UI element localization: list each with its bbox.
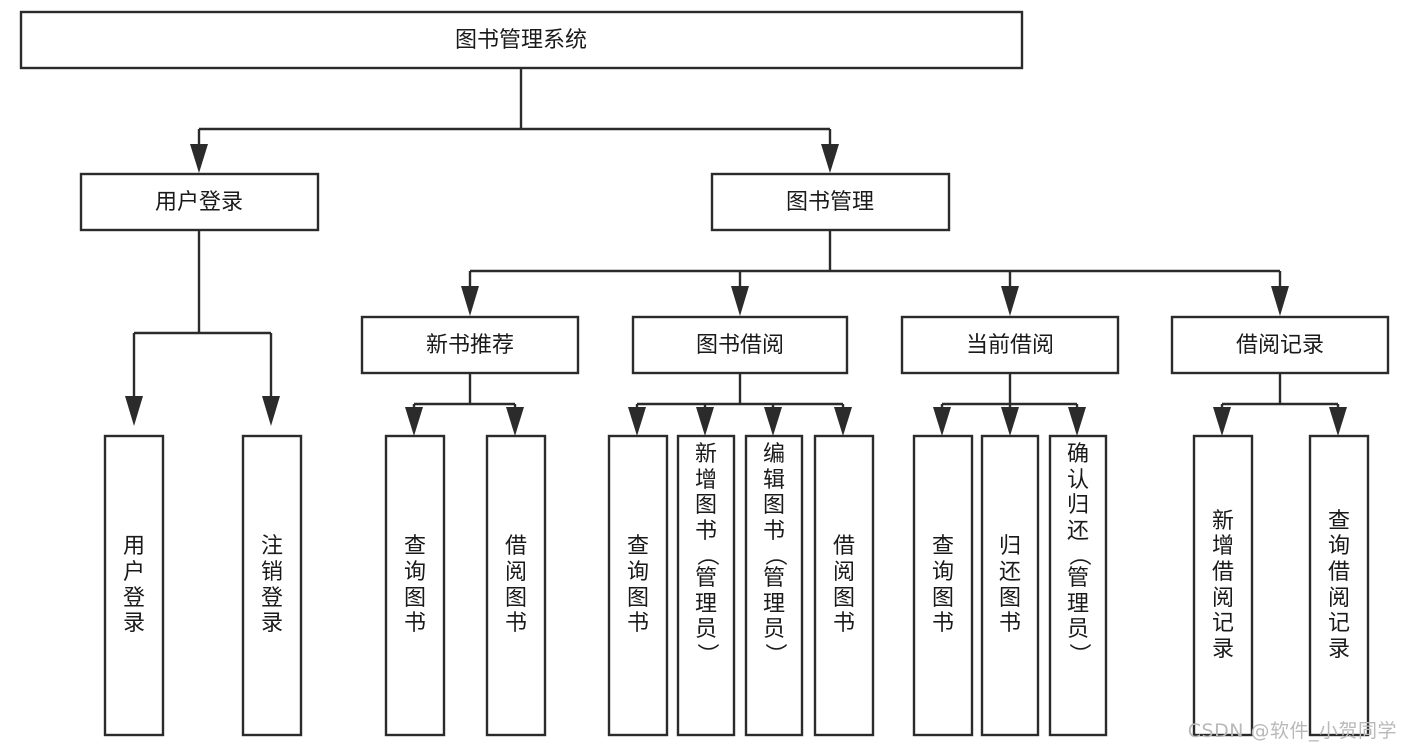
leaf-box-query-book-1[interactable] [384, 434, 446, 737]
leaf-box-add-record[interactable] [1192, 434, 1254, 737]
arrow-head-icon [764, 407, 782, 436]
arrow-head-icon [506, 407, 524, 436]
arrow-head-icon [834, 407, 852, 436]
current-borrow-box-rect [900, 315, 1120, 375]
leaf-box-return-book[interactable] [980, 434, 1040, 737]
leaf-box-confirm-return[interactable] [1048, 434, 1108, 737]
node-new-book-recommend[interactable]: 新书推荐 [360, 315, 580, 375]
leaf-box-query-book-2[interactable] [607, 434, 669, 737]
arrow-head-icon [1001, 286, 1019, 316]
root-box-label: 图书管理系统 [455, 28, 587, 53]
leaf-box-user-logout[interactable] [241, 434, 303, 737]
arrow-head-icon [461, 286, 479, 316]
connector-current-borrow-to-leaves [933, 373, 1086, 436]
node-book-manage[interactable]: 图书管理 [710, 172, 951, 232]
new-book-recommend-box-label: 新书推荐 [426, 333, 514, 358]
leaf-box-borrow-book-2[interactable] [813, 434, 875, 737]
connector-root-to-level2 [190, 68, 839, 173]
leaf-box-query-book-3[interactable] [912, 434, 974, 737]
connector-book-manage-to-level3 [461, 230, 1289, 316]
connector-borrow-record-to-leaves [1213, 373, 1347, 436]
arrow-head-icon [821, 144, 839, 173]
current-borrow-box-label: 当前借阅 [966, 333, 1054, 358]
node-current-borrow[interactable]: 当前借阅 [900, 315, 1120, 375]
arrow-head-icon [1213, 407, 1231, 436]
arrow-head-icon [125, 396, 143, 426]
book-manage-box-label: 图书管理 [786, 190, 874, 215]
node-borrow-record[interactable]: 借阅记录 [1170, 315, 1390, 375]
connector-new-book-recommend-to-leaves [405, 373, 524, 436]
arrow-head-icon [731, 286, 749, 316]
arrow-head-icon [1329, 407, 1347, 436]
arrow-head-icon [1068, 407, 1086, 436]
connector-book-borrow-to-leaves [628, 373, 852, 436]
node-root[interactable]: 图书管理系统 [19, 10, 1024, 70]
connector-user-login-to-leaves [125, 230, 280, 426]
node-user-login[interactable]: 用户登录 [79, 172, 320, 232]
leaf-boxes [103, 434, 1370, 737]
leaf-box-add-book[interactable] [676, 434, 736, 737]
arrow-head-icon [405, 407, 423, 436]
leaf-box-edit-book[interactable] [744, 434, 804, 737]
leaf-box-user-login[interactable] [103, 434, 165, 737]
leaf-box-query-record[interactable] [1308, 434, 1370, 737]
new-book-recommend-box-rect [360, 315, 580, 375]
borrow-record-box-label: 借阅记录 [1236, 333, 1324, 358]
leaf-box-borrow-book-1[interactable] [485, 434, 547, 737]
arrow-head-icon [1271, 286, 1289, 316]
watermark: CSDN @软件_小贺同学 [1187, 720, 1397, 742]
user-login-box-label: 用户登录 [155, 190, 243, 215]
arrow-head-icon [696, 407, 714, 436]
arrow-head-icon [1001, 407, 1019, 436]
arrow-head-icon [262, 396, 280, 426]
arrow-head-icon [933, 407, 951, 436]
node-book-borrow[interactable]: 图书借阅 [631, 315, 849, 375]
arrow-head-icon [628, 407, 646, 436]
user-login-box-rect [79, 172, 320, 232]
arrow-head-icon [190, 144, 208, 173]
root-box-rect [19, 10, 1024, 70]
book-borrow-box-label: 图书借阅 [696, 333, 784, 358]
